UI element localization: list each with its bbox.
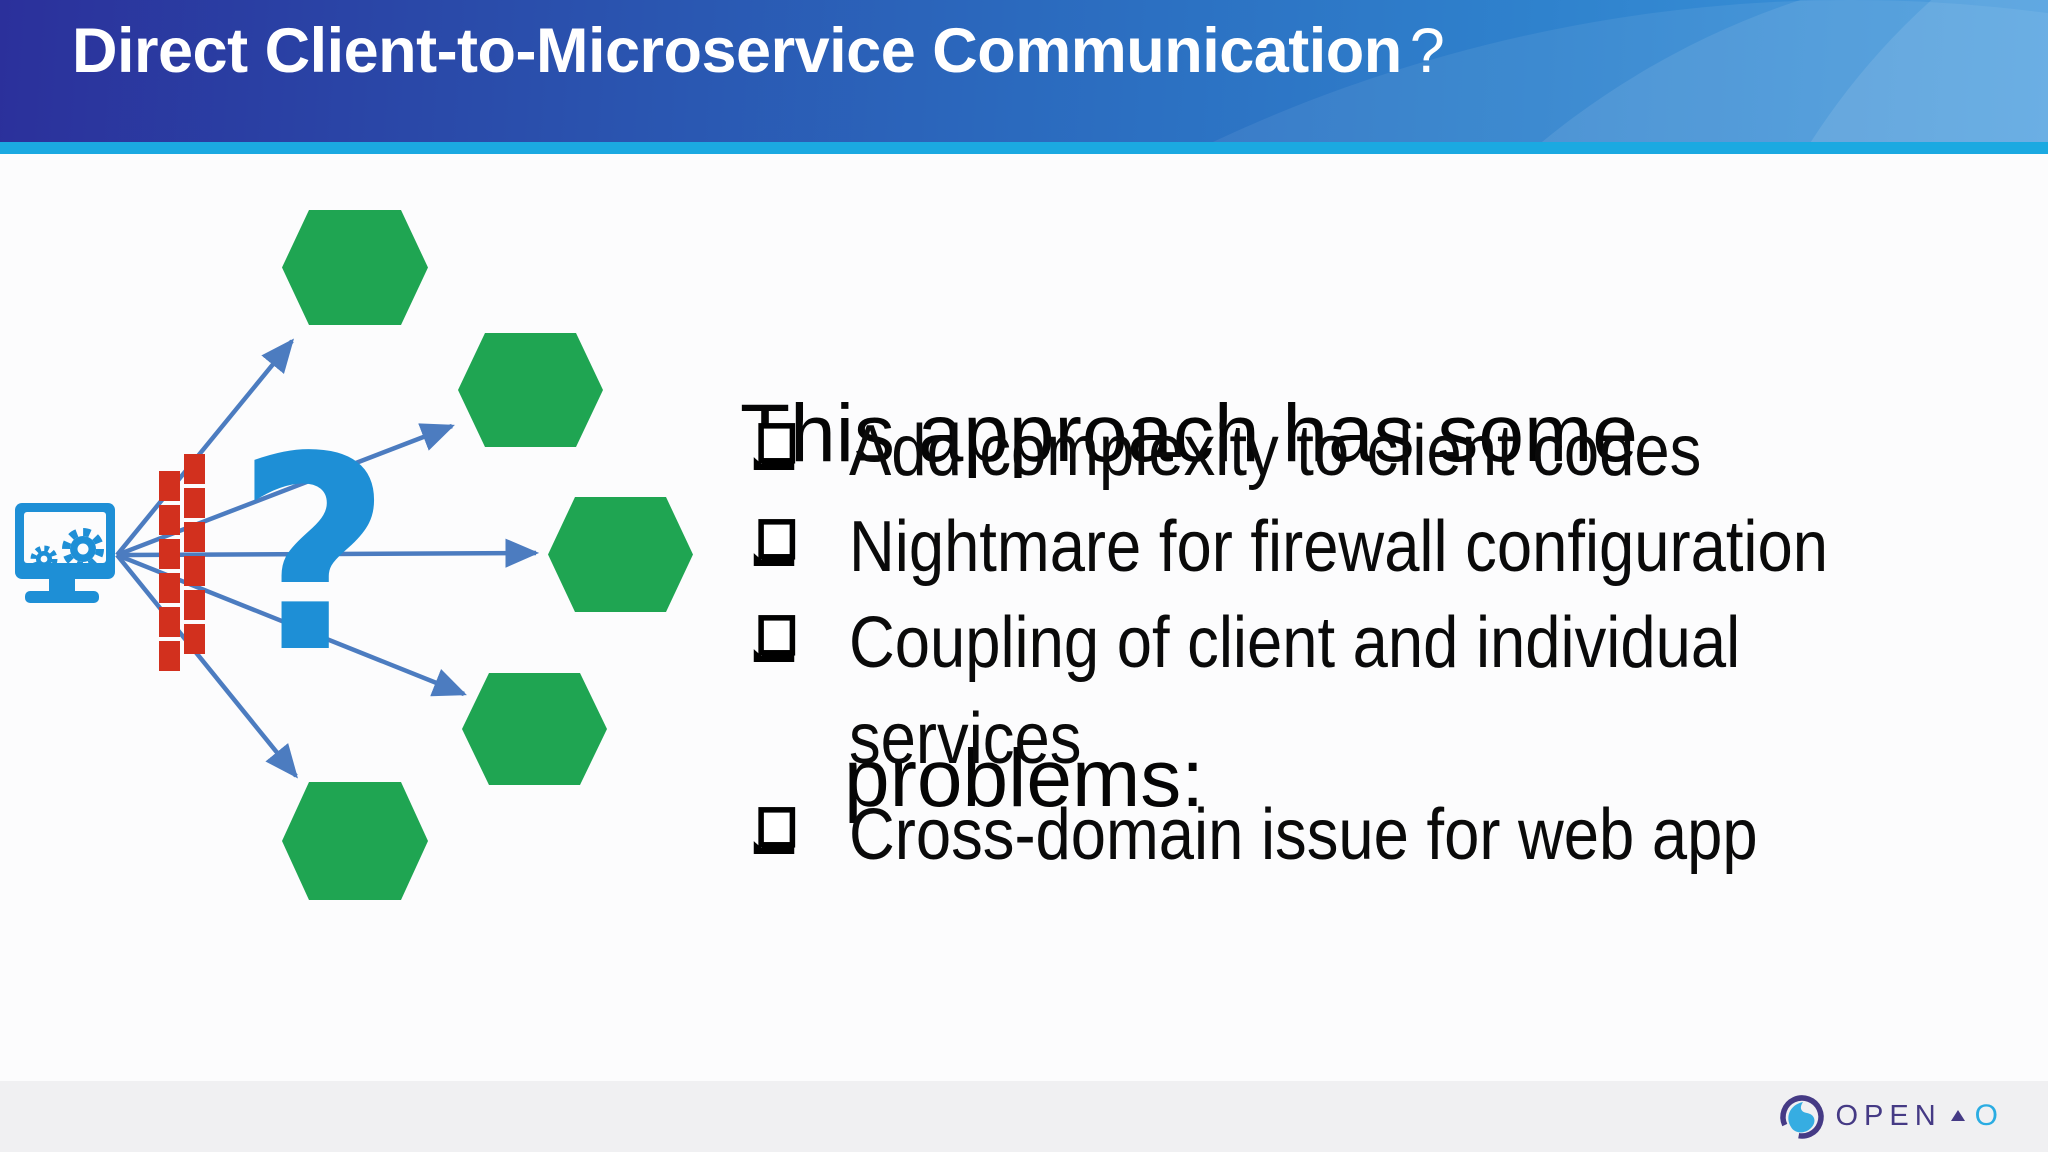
arrow-to-service-3 <box>116 538 540 568</box>
checkbox-bullet-icon <box>753 423 796 470</box>
bullet-text: Cross-domain issue for web app <box>849 795 1758 875</box>
logo-o-letter: O <box>1974 1099 1998 1132</box>
slide-header-bar: Direct Client-to-Microservice Communicat… <box>0 0 2048 142</box>
client-to-microservices-diagram: ? <box>15 210 693 900</box>
microservice-hexagon <box>462 673 607 785</box>
microservice-hexagon <box>282 782 428 900</box>
problem-bullet-list: Add complexity to client codes Nightmare… <box>751 403 1961 883</box>
heading-line: problems: <box>844 733 1205 824</box>
checkbox-bullet-icon <box>753 807 796 854</box>
slide-footer-bar: OPEN O <box>0 1081 2048 1152</box>
open-o-logo: OPEN O <box>1778 1090 1998 1142</box>
bullet-item: Cross-domain issue for web app <box>751 787 1961 883</box>
checkbox-bullet-icon <box>753 519 796 566</box>
bullet-text: Nightmare for firewall configuration <box>849 507 1828 587</box>
bullet-text: Coupling of client and individual servic… <box>849 603 1741 779</box>
client-computer-gears-icon <box>15 503 115 603</box>
microservice-hexagon <box>458 333 603 447</box>
bullet-item: Coupling of client and individual servic… <box>751 595 1961 787</box>
swirl-wave-shape <box>1788 1102 1815 1133</box>
firewall-brick-wall-icon <box>159 454 205 671</box>
up-caret-icon <box>1950 1109 1965 1121</box>
header-accent-strip <box>0 142 2048 154</box>
bullet-item: Add complexity to client codes <box>751 403 1961 499</box>
checkbox-bullet-icon <box>753 615 796 662</box>
logo-wordmark: OPEN <box>1835 1099 1942 1132</box>
bullet-item: Nightmare for firewall configuration <box>751 499 1961 595</box>
arrow-to-service-5 <box>115 553 298 779</box>
slide-title-question-mark: ? <box>1409 16 1445 86</box>
swirl-ring-icon <box>1780 1095 1825 1139</box>
slide-title-text: Direct Client-to-Microservice Communicat… <box>72 16 1402 86</box>
arrow-to-service-1 <box>115 338 294 557</box>
slide-title: Direct Client-to-Microservice Communicat… <box>72 16 1445 86</box>
bullet-text: Add complexity to client codes <box>849 411 1702 491</box>
microservice-hexagon <box>282 210 428 325</box>
microservice-hexagons <box>282 210 693 900</box>
microservice-hexagon <box>548 497 693 612</box>
question-mark: ? <box>236 400 391 712</box>
